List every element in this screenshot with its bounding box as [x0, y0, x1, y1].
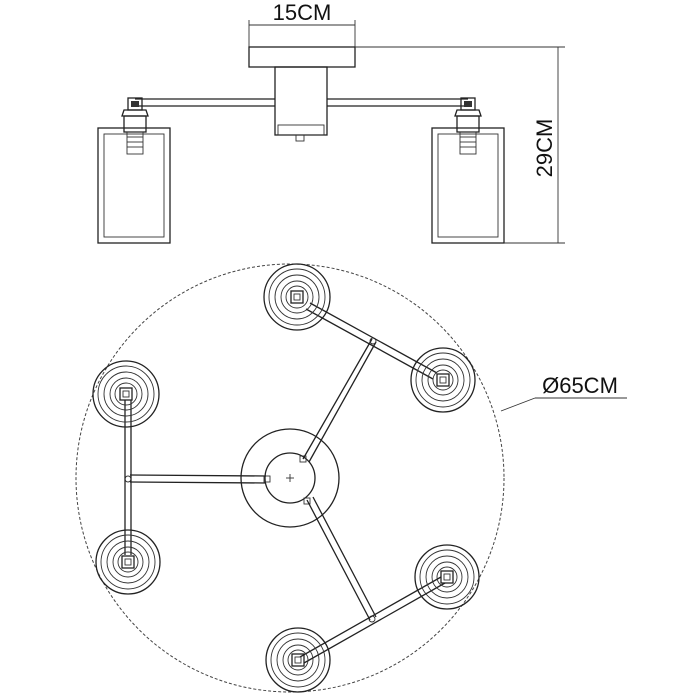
- canopy-inner: [264, 452, 316, 504]
- side-view: 15CM: [97, 0, 565, 244]
- height-label: 29CM: [532, 119, 557, 178]
- diameter-label: Ø65CM: [542, 373, 618, 398]
- width-dimension: 15CM: [248, 0, 356, 47]
- plan-lamp-top: [263, 263, 331, 331]
- plan-lamp-bottom: [265, 627, 331, 693]
- diameter-dimension: Ø65CM: [500, 373, 627, 412]
- plan-lamp-lower-left: [95, 529, 161, 595]
- canopy-outer: [240, 428, 340, 528]
- left-lamp: [97, 97, 171, 244]
- left-glass-shade: [97, 127, 171, 244]
- plate-width-label: 15CM: [273, 0, 332, 25]
- height-dimension: 29CM: [355, 46, 565, 244]
- plan-lamp-upper-left: [92, 360, 160, 428]
- ceiling-plate: [248, 46, 356, 68]
- right-glass-shade: [431, 127, 505, 244]
- plan-lamp-upper-right: [410, 347, 476, 413]
- top-view: Ø65CM: [75, 263, 627, 693]
- diameter-circle: [75, 263, 505, 693]
- plan-arms: [124, 302, 446, 664]
- right-lamp: [431, 97, 505, 244]
- plan-lamp-lower-right: [414, 544, 480, 610]
